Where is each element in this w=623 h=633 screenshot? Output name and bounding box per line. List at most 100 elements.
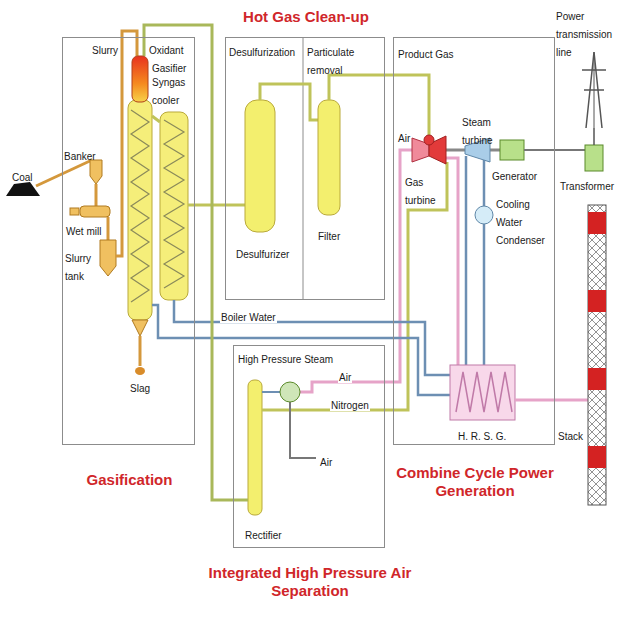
combined-cycle-equipment — [500, 140, 524, 160]
pipe-connector — [144, 25, 233, 500]
part-label-holder: H. R. S. G. — [458, 426, 506, 444]
combined-cycle-equipment — [424, 135, 434, 145]
gasifier-and-cooler — [174, 300, 195, 322]
hot-gas-cleanup-equipment — [225, 37, 385, 300]
gasifier-and-cooler — [128, 100, 152, 320]
pipe-connector — [195, 337, 393, 340]
combined-cycle-equipment — [393, 322, 450, 375]
part-label-holder: Coal — [12, 167, 33, 185]
part-label-holder: Generator — [492, 166, 537, 184]
part-label: Slag — [130, 383, 150, 394]
gasifier-and-cooler — [152, 305, 195, 338]
heat-exchanger-coils — [456, 372, 512, 412]
part-label-holder: Slurry tank — [65, 248, 99, 284]
gasifier-and-cooler — [160, 112, 188, 300]
part-label-holder: Desulfurization — [229, 42, 295, 60]
part-label-holder: Cooling Water Condenser — [496, 194, 552, 248]
gasifier-and-cooler — [132, 56, 148, 102]
part-label: H. R. S. G. — [458, 431, 506, 442]
stack — [588, 290, 606, 312]
hot-gas-cleanup-equipment — [329, 75, 385, 100]
air-separation-equipment — [233, 499, 248, 502]
part-label-holder: Rectifier — [245, 525, 282, 543]
part-label: Cooling Water Condenser — [496, 199, 545, 246]
pipe-label: Air — [338, 372, 352, 383]
section-heading-holder: Gasification — [63, 471, 196, 489]
stack — [588, 205, 606, 505]
part-label: Wet mill — [66, 226, 101, 237]
coal-feed — [80, 206, 110, 217]
coal-feed — [100, 240, 116, 276]
part-label-holder: Slurry — [92, 40, 118, 58]
part-label: Syngas cooler — [152, 77, 185, 106]
combined-cycle-equipment — [475, 206, 493, 224]
power-output — [584, 89, 604, 91]
part-label-holder: Power transmission line — [556, 6, 620, 60]
part-label-holder: Filter — [318, 226, 340, 244]
section-heading-holder: Hot Gas Clean-up — [216, 8, 396, 26]
section-heading: Combine Cycle Power Generation — [384, 464, 566, 500]
heat-exchanger-coils — [131, 110, 149, 302]
hot-gas-cleanup-equipment — [225, 204, 245, 207]
part-label-holder: Wet mill — [66, 221, 101, 239]
part-label-holder: Steam turbine — [462, 112, 507, 148]
section-heading: Gasification — [63, 471, 196, 489]
part-label: Generator — [492, 171, 537, 182]
section-box: Hot Gas Clean-up — [225, 37, 385, 300]
part-label-holder: Oxidant — [149, 40, 183, 58]
pipe-label-holder: High Pressure Steam — [237, 349, 334, 367]
coal-feed — [107, 217, 110, 240]
coal-feed — [36, 160, 92, 186]
pipe-connector — [385, 409, 393, 412]
air-separation-equipment — [262, 391, 280, 393]
part-label: Rectifier — [245, 530, 282, 541]
gasifier-and-cooler — [139, 336, 142, 366]
combined-cycle-equipment — [483, 224, 486, 365]
combined-cycle-equipment — [393, 162, 447, 410]
combined-cycle-equipment — [450, 365, 515, 420]
part-label: Coal — [12, 172, 33, 183]
stack — [588, 212, 606, 234]
part-label: Desulfurizer — [236, 249, 289, 260]
gasifier-and-cooler — [152, 116, 160, 122]
coal-feed — [90, 160, 102, 184]
pipe-connector — [385, 381, 393, 384]
part-label-holder: Slag — [130, 378, 150, 396]
gasifier-and-cooler — [188, 204, 195, 207]
part-label-holder: Air — [398, 128, 410, 146]
coal-feed — [70, 208, 79, 215]
part-label-holder: Desulfurizer — [236, 244, 289, 262]
part-label: Filter — [318, 231, 340, 242]
part-label: Product Gas — [398, 49, 454, 60]
part-label: Air — [398, 133, 410, 144]
hot-gas-cleanup-equipment — [303, 37, 304, 300]
part-label-holder: Stack — [558, 426, 583, 444]
heat-exchanger-coils — [164, 120, 184, 288]
power-output — [524, 52, 606, 171]
air-separation-equipment — [248, 380, 262, 515]
combined-cycle-equipment — [393, 75, 429, 135]
air-separation-equipment — [280, 382, 300, 402]
stack — [588, 205, 606, 505]
part-label: Transformer — [560, 181, 614, 192]
part-label: Oxidant — [149, 45, 183, 56]
part-label: Air — [320, 457, 332, 468]
stack — [588, 446, 606, 468]
gasifier-and-cooler — [143, 37, 146, 56]
part-label-holder: Product Gas — [398, 44, 454, 62]
part-label-holder: Air — [320, 452, 332, 470]
hot-gas-cleanup-equipment — [318, 100, 340, 215]
pipe-label-holder: Air — [338, 367, 352, 385]
coal-feed — [95, 184, 98, 206]
pipe-connector — [385, 74, 393, 77]
gasifier-and-cooler — [132, 320, 148, 336]
combined-cycle-equipment — [393, 338, 450, 395]
section-heading-holder: Integrated High Pressure Air Separation — [200, 564, 420, 600]
section-heading: Hot Gas Clean-up — [216, 8, 396, 26]
part-label: Desulfurization — [229, 47, 295, 58]
power-output — [585, 145, 603, 171]
pipe-label: High Pressure Steam — [237, 354, 334, 365]
gasifier-and-cooler — [135, 367, 145, 375]
pipe-connector — [195, 204, 225, 207]
part-label-holder: Gas turbine — [405, 172, 441, 208]
